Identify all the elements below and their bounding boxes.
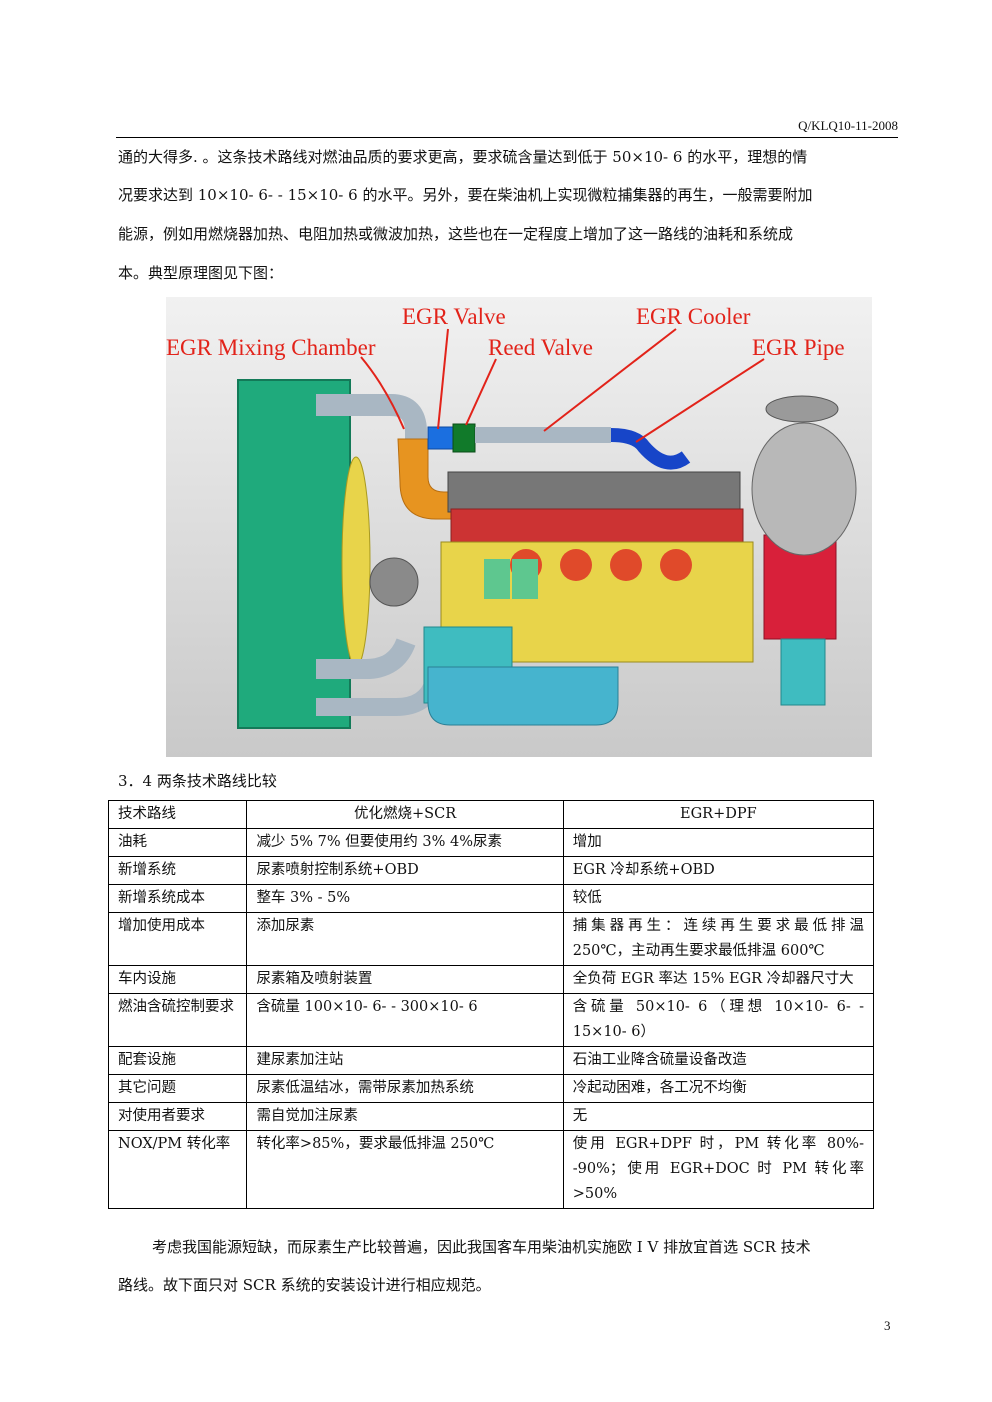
callout-line-egr-valve xyxy=(437,328,449,430)
callout-line-reed-valve xyxy=(465,358,497,426)
table-row: 油耗 减少 5% 7% 但要使用约 3% 4%尿素 增加 xyxy=(107,828,875,857)
page-number: 3 xyxy=(884,1318,891,1333)
table-row: 新增系统成本 整车 3% - 5% 较低 xyxy=(107,884,875,913)
intro-line-3: 能源，例如用燃烧器加热、电阻加热或微波加热，这些也在一定程度上增加了这一路线的油… xyxy=(118,225,794,243)
egr-dpf-cell: 石油工业降含硫量设备改造 xyxy=(562,1046,875,1075)
label-reed-valve: Reed Valve xyxy=(488,335,593,360)
intro-line-2: 况要求达到 10×10- 6- - 15×10- 6 的水平。另外，要在柴油机上… xyxy=(118,186,813,204)
label-egr-pipe: EGR Pipe xyxy=(752,335,845,360)
filter-1 xyxy=(484,559,510,599)
scr-cell: 尿素喷射控制系统+OBD xyxy=(246,856,564,885)
row-label: 新增系统成本 xyxy=(107,884,248,913)
egr-dpf-cell: 冷起动困难，各工况不均衡 xyxy=(562,1074,875,1103)
egr-dpf-cell: 全负荷 EGR 率达 15% EGR 冷却器尺寸大 xyxy=(562,965,875,994)
row-label: 新增系统 xyxy=(107,856,248,885)
table-row: 车内设施 尿素箱及喷射装置 全负荷 EGR 率达 15% EGR 冷却器尺寸大 xyxy=(107,965,875,994)
scr-cell: 整车 3% - 5% xyxy=(246,884,564,913)
header-cell-route: 技术路线 xyxy=(107,800,248,829)
cylinder-head-cover xyxy=(447,471,741,513)
egr-dpf-cell: EGR 冷却系统+OBD xyxy=(562,856,875,885)
scr-cell: 尿素低温结冰，需带尿素加热系统 xyxy=(246,1074,564,1103)
engine-schematic-figure: EGR Valve EGR Cooler EGR Mixing Chamber … xyxy=(166,297,872,757)
scr-cell: 需自觉加注尿素 xyxy=(246,1102,564,1131)
air-filter-cap xyxy=(765,395,839,423)
label-egr-valve: EGR Valve xyxy=(402,304,506,329)
scr-cell: 减少 5% 7% 但要使用约 3% 4%尿素 xyxy=(246,828,564,857)
row-label: 燃油含硫控制要求 xyxy=(107,993,248,1047)
closing-line-2: 路线。故下面只对 SCR 系统的安装设计进行相应规范。 xyxy=(118,1276,491,1294)
fan xyxy=(341,456,371,668)
table-row: 对使用者要求 需自觉加注尿素 无 xyxy=(107,1102,875,1131)
table-row: 燃油含硫控制要求 含硫量 100×10- 6- - 300×10- 6 含硫量 … xyxy=(107,993,875,1047)
table-row: NOX/PM 转化率 转化率>85%，要求最低排温 250℃ 使用 EGR+DP… xyxy=(107,1130,875,1209)
row-label: NOX/PM 转化率 xyxy=(107,1130,248,1209)
row-label: 对使用者要求 xyxy=(107,1102,248,1131)
upper-pipe xyxy=(316,394,427,447)
scr-cell: 含硫量 100×10- 6- - 300×10- 6 xyxy=(246,993,564,1047)
label-egr-mixing-chamber: EGR Mixing Chamber xyxy=(166,335,376,360)
intro-line-4: 本。典型原理图见下图： xyxy=(118,264,284,282)
table-row: 配套设施 建尿素加注站 石油工业降含硫量设备改造 xyxy=(107,1046,875,1075)
scr-cell: 添加尿素 xyxy=(246,912,564,966)
port-2 xyxy=(560,549,592,581)
oil-sump xyxy=(427,666,619,726)
callout-line-egr-cooler xyxy=(543,328,677,432)
header-cell-scr: 优化燃烧+SCR xyxy=(246,800,564,829)
egr-dpf-cell: 增加 xyxy=(562,828,875,857)
egr-dpf-cell: 含硫量 50×10- 6（理想 10×10- 6- - 15×10- 6） xyxy=(562,993,875,1047)
label-egr-cooler: EGR Cooler xyxy=(636,304,751,329)
document-code: Q/KLQ10-11-2008 xyxy=(798,118,898,133)
row-label: 油耗 xyxy=(107,828,248,857)
row-label: 其它问题 xyxy=(107,1074,248,1103)
comparison-table: 技术路线 优化燃烧+SCR EGR+DPF 油耗 减少 5% 7% 但要使用约 … xyxy=(107,800,875,1209)
table-row: 新增系统 尿素喷射控制系统+OBD EGR 冷却系统+OBD xyxy=(107,856,875,885)
table-row: 增加使用成本 添加尿素 捕集器再生：连续再生要求最低排温 250℃，主动再生要求… xyxy=(107,912,875,966)
row-label: 配套设施 xyxy=(107,1046,248,1075)
exhaust-manifold xyxy=(450,508,744,544)
intro-line-1: 通的大得多. 。这条技术路线对燃油品质的要求更高，要求硫含量达到低于 50×10… xyxy=(118,148,808,166)
callout-line-mixing-chamber xyxy=(360,356,405,430)
table-header-row: 技术路线 优化燃烧+SCR EGR+DPF xyxy=(107,800,875,829)
reed-valve-body xyxy=(452,423,476,453)
egr-dpf-cell: 使用 EGR+DPF 时，PM 转化率 80%--90%；使用 EGR+DOC … xyxy=(562,1130,875,1209)
header-cell-egr-dpf: EGR+DPF xyxy=(562,800,875,829)
egr-valve-body xyxy=(427,426,455,450)
table-row: 其它问题 尿素低温结冰，需带尿素加热系统 冷起动困难，各工况不均衡 xyxy=(107,1074,875,1103)
port-4 xyxy=(660,549,692,581)
lower-pipe-1 xyxy=(316,637,416,679)
port-3 xyxy=(610,549,642,581)
section-caption: 3．4 两条技术路线比较 xyxy=(118,772,277,790)
engine-schematic-svg: EGR Valve EGR Cooler EGR Mixing Chamber … xyxy=(166,297,872,757)
scr-cell: 建尿素加注站 xyxy=(246,1046,564,1075)
egr-dpf-cell: 捕集器再生：连续再生要求最低排温 250℃，主动再生要求最低排温 600℃ xyxy=(562,912,875,966)
scr-cell: 尿素箱及喷射装置 xyxy=(246,965,564,994)
callout-line-egr-pipe xyxy=(635,358,765,443)
closing-line-1: 考虑我国能源短缺，而尿素生产比较普遍，因此我国客车用柴油机实施欧 I V 排放宜… xyxy=(152,1238,811,1256)
rear-bracket xyxy=(780,638,826,706)
header-rule xyxy=(116,137,898,138)
air-filter xyxy=(751,422,857,556)
filter-2 xyxy=(512,559,538,599)
row-label: 车内设施 xyxy=(107,965,248,994)
row-label: 增加使用成本 xyxy=(107,912,248,966)
egr-dpf-cell: 无 xyxy=(562,1102,875,1131)
scr-cell: 转化率>85%，要求最低排温 250℃ xyxy=(246,1130,564,1209)
pulley xyxy=(369,557,419,607)
egr-dpf-cell: 较低 xyxy=(562,884,875,913)
egr-pipe xyxy=(610,428,691,470)
